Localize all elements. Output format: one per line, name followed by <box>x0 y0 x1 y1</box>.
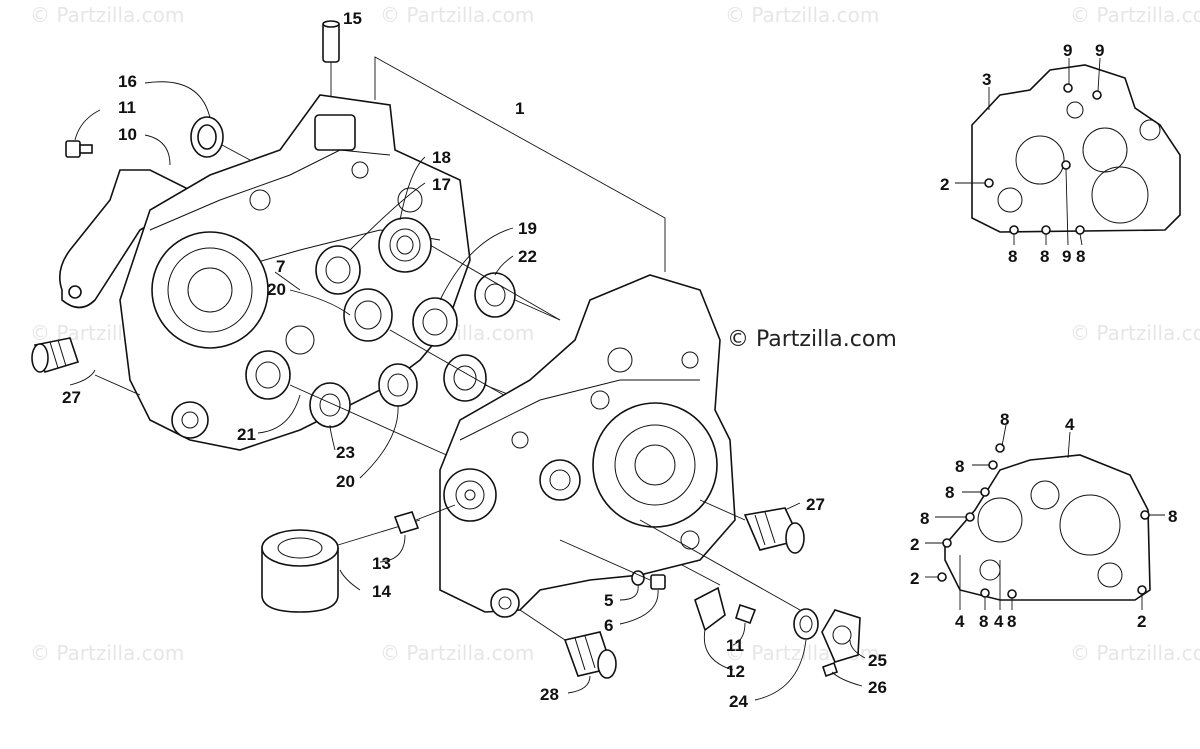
bearing-19[interactable] <box>412 297 458 347</box>
watermark-text: © Partzilla.com <box>725 3 879 27</box>
watermark-text: © Partzilla.com <box>1070 641 1200 665</box>
watermark-text: © Partzilla.com <box>1070 321 1200 345</box>
callout-11-right: 11 <box>726 636 744 655</box>
callout-inset-8: 8 <box>979 612 988 631</box>
bearing-center[interactable] <box>443 354 487 402</box>
inset-bottom-leader-lines <box>925 424 1165 610</box>
main-leader-lines <box>69 81 866 701</box>
oil-seal-16[interactable] <box>190 116 251 161</box>
callout-19: 19 <box>518 219 537 238</box>
oil-filter-14[interactable] <box>261 519 421 613</box>
watermark-text: © Partzilla.com <box>30 641 184 665</box>
inset-top-leader-lines <box>955 57 1101 246</box>
callout-inset-2: 2 <box>1137 612 1146 631</box>
watermark-layer: © Partzilla.com © Partzilla.com © Partzi… <box>30 3 1200 665</box>
callout-11: 11 <box>118 98 136 117</box>
callout-12: 12 <box>726 662 745 681</box>
bearing-23[interactable] <box>309 382 351 428</box>
callout-inset-8: 8 <box>1168 507 1177 526</box>
watermark-text: © Partzilla.com <box>30 3 184 27</box>
callout-27-right: 27 <box>806 495 825 514</box>
bearing-20-lower[interactable] <box>378 363 418 407</box>
callout-5: 5 <box>604 591 613 610</box>
callout-24: 24 <box>729 692 748 711</box>
callout-20-lower: 20 <box>336 472 355 491</box>
bearing-20-upper[interactable] <box>343 288 393 342</box>
callout-7: 7 <box>276 257 285 276</box>
callout-inset-2: 2 <box>910 569 919 588</box>
watermark-text: © Partzilla.com <box>380 641 534 665</box>
callout-26: 26 <box>868 678 887 697</box>
callout-6: 6 <box>604 616 613 635</box>
assembly-bracket <box>374 56 666 272</box>
callout-inset-8: 8 <box>1000 410 1009 429</box>
callout-inset-8: 8 <box>945 483 954 502</box>
plug-6[interactable] <box>559 539 666 590</box>
seal-24[interactable] <box>793 608 819 640</box>
callout-27: 27 <box>62 388 81 407</box>
callout-14: 14 <box>372 582 391 601</box>
bolt-11-right[interactable] <box>681 564 757 625</box>
callout-inset-8: 8 <box>920 509 929 528</box>
left-crankcase-half[interactable] <box>119 94 471 451</box>
inset-view-bottom <box>937 443 1151 601</box>
inset-view-top <box>971 64 1181 235</box>
callout-25: 25 <box>868 651 887 670</box>
watermark-text: © Partzilla.com <box>380 3 534 27</box>
bearing-22[interactable] <box>474 272 516 318</box>
callout-inset-8: 8 <box>955 457 964 476</box>
copyright-notice: © Partzilla.com <box>727 327 897 352</box>
callout-15: 15 <box>343 9 362 28</box>
callout-inset-2: 2 <box>940 175 949 194</box>
callout-inset-4: 4 <box>1065 415 1075 434</box>
callout-18: 18 <box>432 148 451 167</box>
bearing-18[interactable] <box>378 217 432 273</box>
bearing-17[interactable] <box>315 245 361 295</box>
drain-plug-27-left[interactable] <box>31 337 80 373</box>
callout-1: 1 <box>515 99 524 118</box>
callout-inset-3: 3 <box>982 70 991 89</box>
filter-stud-13[interactable] <box>393 504 456 534</box>
callout-inset-8: 8 <box>1008 247 1017 266</box>
callout-inset-8: 8 <box>1076 247 1085 266</box>
callout-inset-4: 4 <box>994 612 1004 631</box>
cover-plate-12[interactable] <box>694 586 726 632</box>
retainer-plate-25[interactable] <box>821 609 861 663</box>
callout-inset-8: 8 <box>1007 612 1016 631</box>
screw-26[interactable] <box>639 519 839 678</box>
callout-inset-9: 9 <box>1095 41 1104 60</box>
drain-plug-28[interactable] <box>519 609 617 679</box>
callout-labels: 15 1 16 11 10 18 17 19 22 7 20 27 21 23 … <box>62 9 1177 711</box>
callout-10: 10 <box>118 125 137 144</box>
callout-inset-9: 9 <box>1063 41 1072 60</box>
callout-inset-4: 4 <box>955 612 965 631</box>
bearing-21[interactable] <box>245 350 291 400</box>
callout-21: 21 <box>237 425 256 444</box>
callout-28: 28 <box>540 685 559 704</box>
callout-23: 23 <box>336 443 355 462</box>
callout-20: 20 <box>267 280 286 299</box>
watermark-text: © Partzilla.com <box>1070 3 1200 27</box>
callout-inset-8: 8 <box>1040 247 1049 266</box>
bolt-11[interactable] <box>65 140 93 158</box>
callout-13: 13 <box>372 554 391 573</box>
callout-17: 17 <box>432 175 451 194</box>
callout-inset-9: 9 <box>1062 247 1071 266</box>
callout-22: 22 <box>518 247 537 266</box>
drain-plug-27-right[interactable] <box>699 499 805 554</box>
callout-16: 16 <box>118 72 137 91</box>
callout-inset-2: 2 <box>910 535 919 554</box>
